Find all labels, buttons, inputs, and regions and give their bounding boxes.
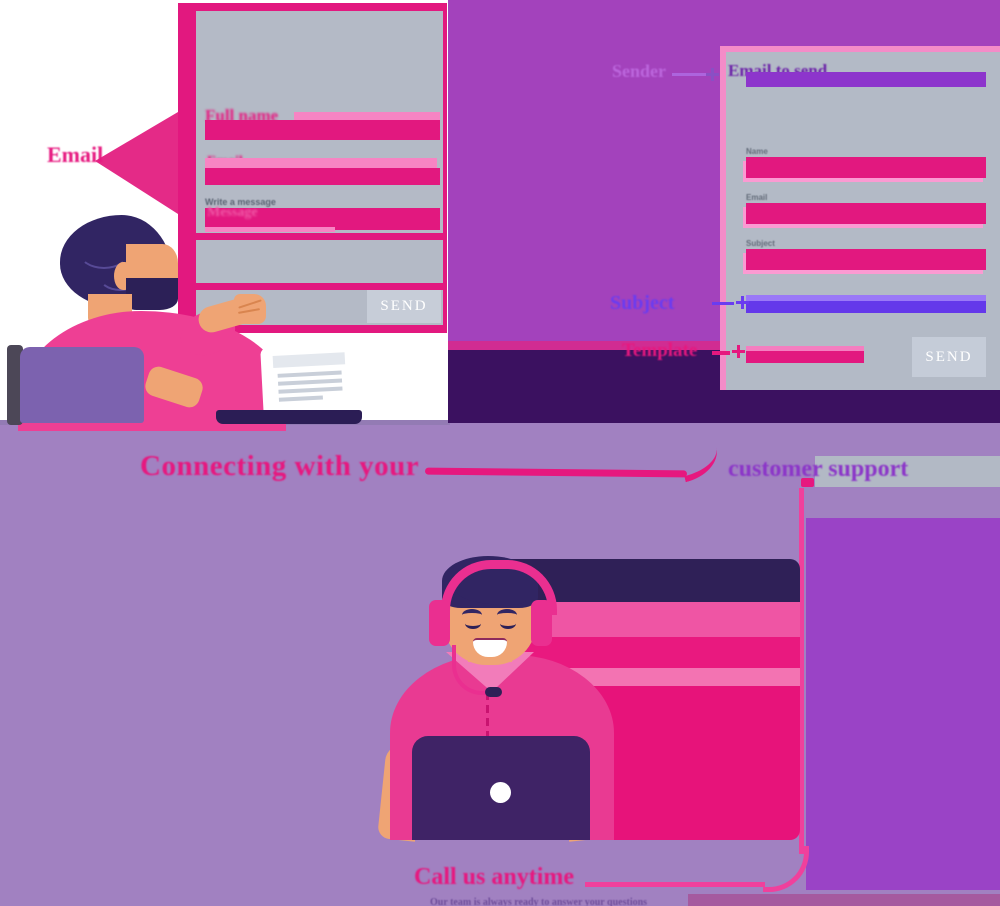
person-left-hand [234, 294, 266, 324]
form-left-field-message-label: Message [207, 205, 258, 220]
finger-line [237, 308, 261, 314]
bottom-strip [688, 894, 1000, 906]
connector-line-vertical [799, 488, 804, 854]
document-line [277, 370, 342, 378]
field-hint-subject: Subject [746, 239, 775, 248]
heading-highlight-text: customer support [728, 456, 909, 482]
form-left-field-name[interactable]: Full name [205, 106, 440, 144]
laptop-screen-white [260, 343, 365, 419]
hair-detail [98, 259, 142, 291]
caption-title: Call us anytime [414, 864, 575, 890]
laptop-logo-dot [490, 782, 511, 803]
document-block [272, 352, 346, 369]
input-highlight [205, 227, 335, 232]
send-button-left[interactable]: SEND [367, 290, 441, 323]
email-to-bar[interactable] [746, 72, 986, 87]
laptop-base [216, 410, 362, 424]
input-bar[interactable] [205, 168, 440, 185]
headset-mic [485, 687, 502, 697]
annotation-arrow-line [712, 302, 734, 305]
person-left-beard [126, 278, 178, 310]
agent-eye-closed [500, 618, 516, 629]
send-button-right[interactable]: SEND [912, 337, 986, 377]
headset-mic-arm [452, 645, 492, 695]
laptop-lid-purple [20, 347, 144, 423]
email-annotation-label: Email [47, 142, 104, 167]
input-bar-name[interactable] [746, 157, 986, 178]
form-divider-top [190, 233, 447, 240]
annotation-template-label: Template [622, 340, 698, 361]
email-form-right: Email to send Name Email Subject SEND [720, 46, 1000, 390]
field-hint-name: Name [746, 147, 768, 156]
document-line [277, 378, 343, 386]
input-highlight [294, 112, 440, 121]
document-line [278, 386, 343, 394]
input-highlight [205, 158, 437, 168]
annotation-arrow-line [672, 73, 708, 76]
input-bar-email[interactable] [746, 203, 986, 224]
heading-highlight-bar [815, 456, 1000, 487]
document-line [278, 395, 323, 402]
connector-line-horizontal [585, 882, 765, 887]
headset-earcup-right [531, 600, 552, 646]
heading-lead: Connecting with your [140, 450, 420, 482]
form-divider-bottom [190, 283, 447, 290]
agent-eye-closed [465, 618, 481, 629]
contact-form-left: Full name Email Write a message Message … [178, 3, 447, 333]
input-bar-indigo[interactable] [746, 295, 986, 313]
funnel-shape [95, 112, 178, 214]
annotation-arrow-line [712, 351, 730, 355]
desk-object [7, 345, 23, 425]
agent-shirt-placket [486, 692, 489, 744]
annotation-subject-label: Subject [610, 292, 675, 314]
caption-subtitle: Our team is always ready to answer your … [430, 897, 648, 906]
input-bar[interactable] [205, 208, 440, 230]
connector-arrowhead [801, 478, 814, 487]
form-left-field-email[interactable]: Email [205, 152, 440, 188]
input-bar[interactable] [205, 120, 440, 140]
annotation-sender-label: Sender [612, 61, 666, 81]
input-bar-template[interactable] [746, 346, 864, 363]
form-left-field-message[interactable]: Write a message Message [205, 195, 440, 237]
input-bar-subject[interactable] [746, 249, 986, 270]
form-left-message-hint: Write a message [205, 197, 276, 207]
field-hint-email: Email [746, 193, 768, 202]
bottom-right-panel [806, 518, 1000, 890]
headset-earcup-left [429, 600, 450, 646]
